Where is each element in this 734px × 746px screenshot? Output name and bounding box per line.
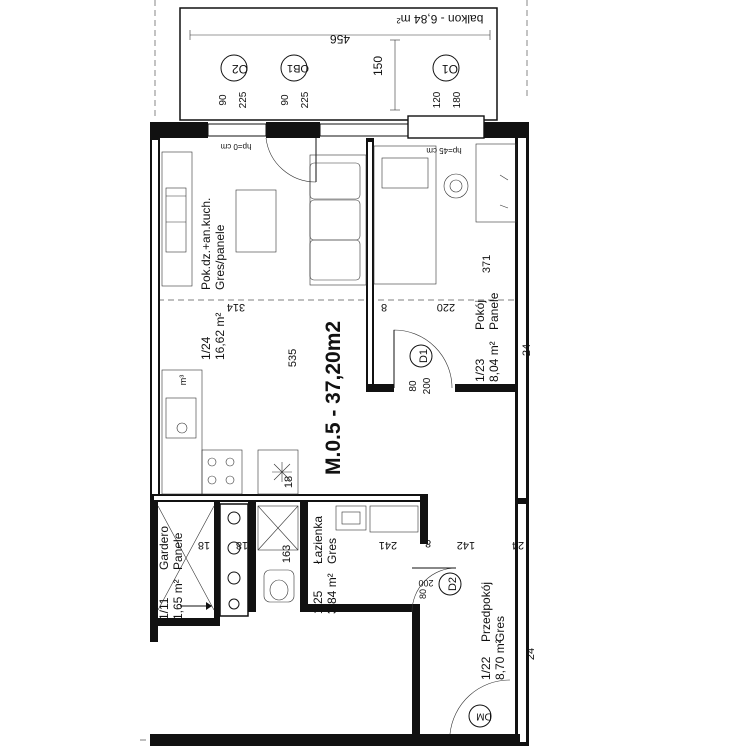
door-width-D1: 80 [408, 380, 419, 392]
room-name-hall: Przedpokój [479, 582, 493, 642]
room-name-bathroom: Łazienka [311, 516, 325, 564]
window-OB1: OB1 90 225 [280, 54, 311, 108]
room-floor-living: Gres/panele [213, 224, 227, 290]
window-tag-OB1: OB1 [287, 62, 309, 74]
bath-curtain-note: m³ [178, 375, 188, 386]
dim-bath-depth: 163 [281, 545, 293, 563]
door-width-D2: 80 [418, 589, 428, 599]
sill-note-right: hp=45 cm [426, 146, 462, 155]
room-area-bathroom: 3,84 m² [325, 573, 339, 614]
door-height-D1: 200 [422, 377, 433, 394]
balcony-door-swing [265, 137, 317, 183]
room-floor-hall: Gres [493, 616, 507, 642]
room-label-living: Pok.dz.+an.kuch. Gres/panele 1/24 16,62 … [199, 198, 227, 360]
door-height-D2: 200 [418, 578, 433, 588]
door-tag-D1: D1 [418, 349, 430, 363]
window-O2: O2 90 225 [218, 54, 249, 108]
room-area-hall: 8,70 m² [493, 639, 507, 680]
dim-wall-8b: 8 [425, 537, 431, 549]
room-label-bedroom: Pokój Panele 1/23 8,04 m² [473, 292, 501, 382]
dim-living-depth: 535 [287, 349, 299, 367]
walls [150, 115, 529, 746]
room-id-bathroom: 1/25 [311, 590, 325, 614]
apartment-label: M.0.5 - 37,20m2 [322, 321, 345, 475]
room-floor-wardrobe: Panele [171, 532, 185, 570]
sill-note-left: hp=0 cm [220, 142, 251, 151]
door-DM: DM [449, 679, 511, 735]
dim-living-width: 314 [227, 301, 245, 313]
room-id-hall: 1/22 [479, 656, 493, 680]
room-name-wardrobe: Gardero [157, 526, 171, 570]
door-D2: D2 80 200 [411, 567, 462, 613]
door-D1: D1 80 200 [393, 329, 453, 394]
room-name-living: Pok.dz.+an.kuch. [199, 198, 213, 290]
room-id-living: 1/24 [199, 336, 213, 360]
room-area-wardrobe: 1,65 m² [171, 579, 185, 620]
dimensions: 314 535 220 371 8 8 24 24 24 142 241 163… [178, 255, 537, 660]
window-width-OB1: 90 [280, 94, 291, 106]
room-area-living: 16,62 m² [213, 313, 227, 360]
balcony-width-dim: 456 [330, 32, 350, 46]
window-tag-O2: O2 [232, 62, 248, 76]
window-width-O1: 120 [432, 91, 443, 108]
living-room-furniture [161, 151, 367, 495]
window-tags: O2 90 225 OB1 90 225 O1 120 180 [218, 54, 463, 108]
room-label-bathroom: Łazienka Gres 1/25 3,84 m² [311, 516, 339, 614]
dim-hob-18: 18 [283, 476, 295, 488]
window-width-O2: 90 [218, 94, 229, 106]
room-name-bedroom: Pokój [473, 300, 487, 330]
room-id-wardrobe: 1/11 [157, 597, 171, 620]
bathroom-fixtures [257, 505, 419, 603]
dim-wall-24b: 24 [512, 539, 524, 551]
room-floor-bathroom: Gres [325, 538, 339, 564]
room-furniture [373, 143, 517, 285]
window-height-O1: 180 [452, 91, 463, 108]
dim-room-width: 220 [437, 301, 455, 313]
dim-hall-width: 142 [457, 539, 475, 551]
balcony-depth-dim: 150 [371, 56, 385, 76]
door-tag-DM: DM [476, 710, 492, 721]
door-tag-D2: D2 [447, 577, 459, 591]
dim-wall-8a: 8 [381, 301, 387, 313]
room-label-hall: Przedpokój Gres 1/22 8,70 m² [479, 582, 507, 680]
dim-wall-18a: 18 [198, 539, 210, 551]
dim-wall-24c: 24 [525, 648, 537, 660]
dim-room-depth: 371 [481, 255, 493, 273]
room-label-wardrobe: Gardero Panele 1/11 1,65 m² [157, 526, 185, 620]
dim-wall-18b: 18 [236, 539, 248, 551]
room-area-bedroom: 8,04 m² [487, 341, 501, 382]
room-id-bedroom: 1/23 [473, 358, 487, 382]
wardrobe-room [157, 503, 249, 617]
window-height-OB1: 225 [300, 91, 311, 108]
window-height-O2: 225 [238, 91, 249, 108]
room-floor-bedroom: Panele [487, 292, 501, 330]
dim-wall-24a: 24 [521, 344, 533, 356]
window-tag-O1: O1 [442, 62, 458, 76]
balcony-label: balkon - 6,84 m² [397, 12, 484, 26]
dim-bath-width: 241 [379, 539, 397, 551]
balcony [179, 7, 498, 121]
window-O1: O1 120 180 [432, 54, 463, 108]
